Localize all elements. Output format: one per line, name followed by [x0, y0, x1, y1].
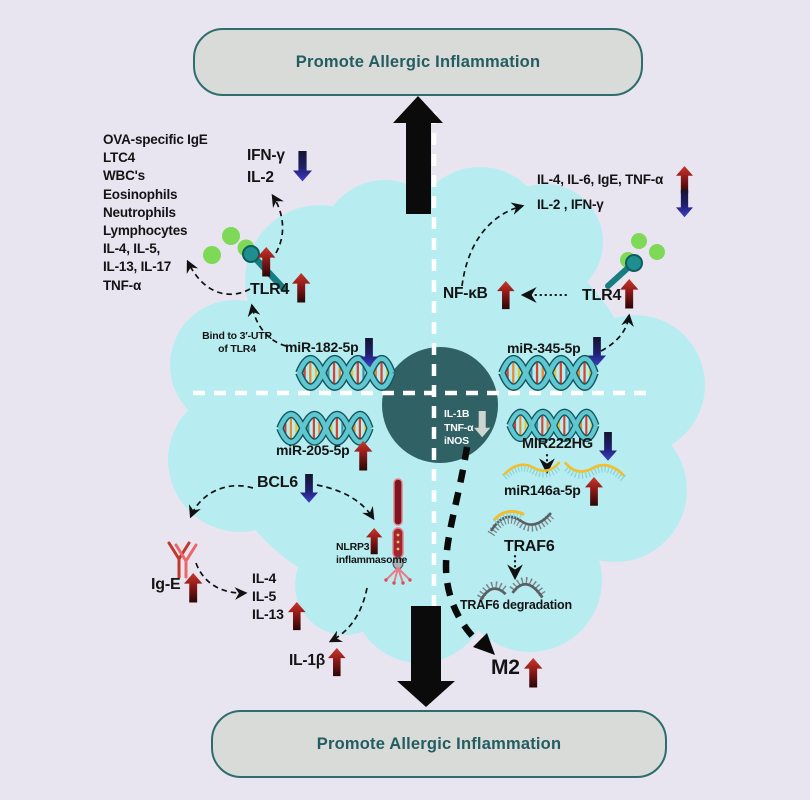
up-arrow-mir205 [354, 441, 373, 471]
il13-label: IL-13 [252, 606, 284, 622]
il2-label: IL-2 [247, 169, 274, 186]
nlrp3-inflammasome-icon [384, 478, 412, 585]
bind-utr-line1: Bind to 3′-UTR [202, 330, 272, 342]
nucleus-line3: iNOS [444, 435, 469, 447]
up-arrow-cytokines-right [676, 166, 693, 194]
bind-utr-line2: of TLR4 [218, 342, 256, 355]
arrow-to-m2 [442, 446, 480, 644]
up-arrow-tlr4-right [620, 279, 639, 309]
mir345-label: miR-345-5p [507, 340, 581, 356]
list-item: IL-4, IL-5, [103, 241, 161, 257]
dotted-arrows [507, 287, 568, 581]
list-item: TNF-α [103, 277, 142, 293]
up-arrow-tlr4-left [292, 273, 311, 303]
arrow-tlr4-to-ifn [271, 193, 284, 254]
list-item: Eosinophils [103, 186, 178, 202]
il4-label: IL-4 [252, 570, 277, 586]
nlrp3-line2: inflammasome [336, 554, 408, 566]
arrow-to-m2-head [473, 633, 495, 655]
big-up-arrow [393, 96, 443, 214]
dna-helix-mir182-icon [299, 359, 392, 388]
arrow-bcl6-left [188, 484, 254, 519]
tlr4-right-label: TLR4 [582, 287, 622, 304]
traf6-degradation-label: TRAF6 degradation [460, 598, 572, 612]
list-item: LTC4 [103, 150, 135, 166]
up-arrow-il1b [328, 648, 346, 677]
cell-lobe [295, 535, 395, 635]
dna-helix-mir205-icon [280, 414, 370, 442]
mirna-strand-icon [505, 463, 559, 477]
cell-lobe [487, 184, 603, 300]
arrow-nlrp3-to-il1b [328, 587, 368, 643]
arrow-mir345-to-tlr4 [600, 313, 634, 352]
nucleus-line2: TNF-α [444, 421, 474, 434]
down-arrow-nucleus [474, 411, 491, 438]
arrow-bcl6-to-nlrp3 [316, 484, 375, 521]
tlr4-left-label: TLR4 [250, 281, 290, 298]
cell-lobe [170, 300, 300, 430]
traf6-rna-icon [491, 511, 551, 534]
list-item: OVA-specific IgE [103, 132, 208, 147]
tlr4-receptor-right-icon [605, 233, 665, 289]
arrow-tlr4-to-effects [186, 259, 251, 296]
mir205-label: miR-205-5p [276, 442, 350, 458]
il5-label: IL-5 [252, 588, 277, 604]
il1b-label: IL-1β [289, 652, 326, 669]
up-arrow-m2 [524, 658, 543, 688]
traf6-label: TRAF6 [504, 538, 555, 555]
nlrp3-line1: NLRP3 [336, 541, 370, 553]
top-banner-label: Promote Allergic Inflammation [295, 52, 541, 71]
mir182-label: miR-182-5p [285, 339, 359, 355]
down-arrow-ifn-il2 [293, 151, 312, 182]
cytokines-down-label: IL-2 , IFN-γ [537, 197, 604, 212]
tlr4-receptor-left-icon [203, 227, 288, 293]
quadrant-divider-lines [193, 112, 655, 645]
list-item: Lymphocytes [103, 223, 188, 239]
down-arrow-mir222hg [599, 432, 617, 461]
list-item: WBC's [103, 168, 145, 184]
mir222hg-label: MIR222HG [522, 436, 593, 452]
nucleus [382, 347, 498, 463]
bottom-banner: Promote Allergic Inflammation [211, 710, 667, 778]
arrow-mir182-to-tlr4 [247, 303, 287, 347]
up-arrow-mir146a [585, 477, 603, 506]
arrow-nfkb-to-cytokines [461, 202, 525, 287]
down-arrow-cytokines-right [676, 190, 693, 218]
bcl6-label: BCL6 [257, 474, 298, 491]
nucleus-text: IL-1B TNF-α iNOS [444, 408, 474, 449]
big-down-arrow [397, 606, 455, 707]
ifn-gamma-label: IFN-γ [247, 147, 285, 164]
arrow-ige-to-il [195, 562, 248, 600]
mirna-strand-icon [566, 463, 624, 478]
down-arrow-bcl6 [300, 474, 318, 503]
mir146a-label: miR146a-5p [504, 482, 581, 498]
bottom-banner-label: Promote Allergic Inflammation [316, 734, 562, 753]
dashed-arrows [186, 193, 634, 643]
ige-label: Ig-E [151, 576, 181, 593]
nfkb-label: NF-κB [443, 285, 488, 302]
up-arrow-il13 [288, 602, 306, 631]
m2-label: M2 [491, 656, 520, 679]
up-arrow-nfkb [497, 281, 515, 310]
bind-utr-note: Bind to 3′-UTR of TLR4 [186, 330, 288, 355]
dna-helix-mir345-icon [502, 359, 595, 388]
nucleus-line1: IL-1B [444, 408, 470, 420]
ige-antibody-icon [167, 541, 198, 579]
list-item: IL-13, IL-17 [103, 259, 172, 275]
cytokines-up-label: IL-4, IL-6, IgE, TNF-α [537, 172, 664, 187]
nlrp3-label: NLRP3 inflammasome [336, 541, 407, 567]
top-banner: Promote Allergic Inflammation [193, 28, 643, 96]
list-item: Neutrophils [103, 204, 176, 220]
dna-helix-mir222hg-icon [510, 412, 596, 438]
left-effects-list: OVA-specific IgE LTC4 WBC's Eosinophils … [103, 131, 208, 295]
